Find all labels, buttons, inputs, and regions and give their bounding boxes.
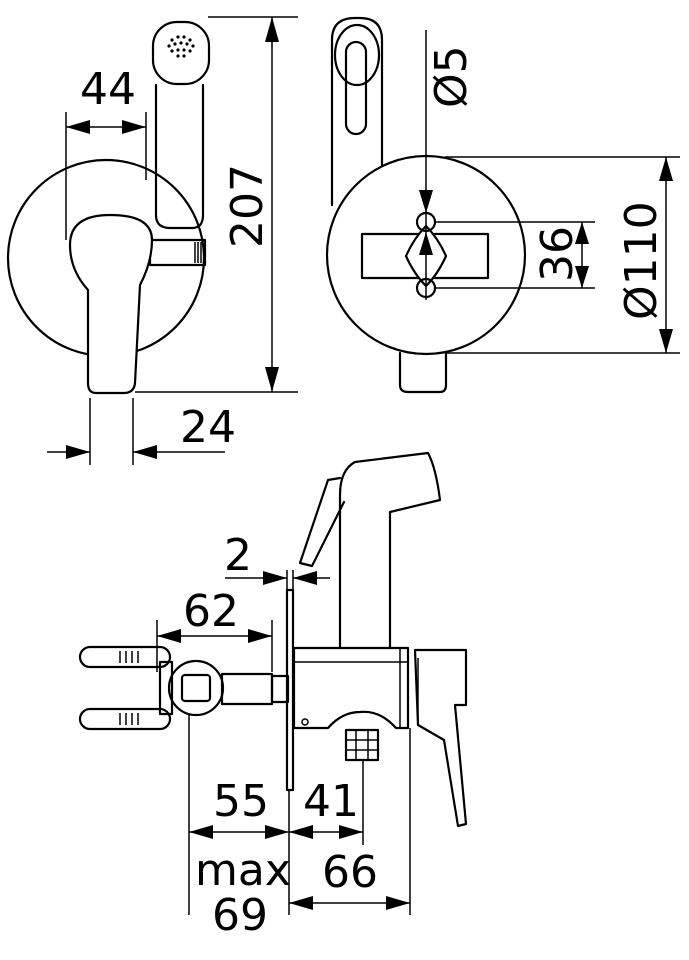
dim-max-label: max [195, 845, 291, 896]
front-spout-body [154, 83, 205, 230]
front-lever-handle [68, 213, 154, 395]
dim-41-label: 41 [303, 776, 359, 827]
section-view [78, 451, 468, 828]
inlet-pipe [220, 672, 274, 706]
dim-d110: Ø110 [445, 156, 680, 354]
coupling-ring [167, 659, 225, 717]
front-connector [148, 238, 207, 267]
mixer-body [292, 646, 410, 730]
dim-66: 66 [289, 728, 411, 915]
spray-gun [338, 451, 442, 650]
coupling-square [180, 673, 212, 703]
dim-55: 55 [188, 715, 290, 915]
inlet-nut [270, 674, 290, 704]
dim-2: 2 [224, 530, 330, 592]
dim-66-label: 66 [322, 847, 378, 898]
dim-44-label: 44 [80, 64, 136, 115]
dim-36-label: 36 [532, 226, 583, 282]
wall-plate [285, 588, 295, 792]
outlet-nut [344, 728, 380, 762]
dim-207: 207 [135, 16, 298, 393]
dim-d5: Ø5 [419, 30, 477, 300]
lower-anchor [78, 707, 172, 731]
rear-spout [330, 16, 384, 207]
dim-24: 24 [47, 398, 236, 465]
dim-d5-label: Ø5 [426, 45, 477, 108]
front-view [6, 20, 211, 395]
dim-24-label: 24 [180, 402, 236, 453]
upper-anchor [78, 645, 172, 669]
dim-44: 44 [65, 64, 147, 240]
dim-max-69: max 69 [195, 845, 291, 941]
rear-spout-cap [333, 23, 381, 87]
front-connector-ribs [194, 242, 202, 263]
nozzle-dots [167, 35, 195, 58]
mounting-box-frame [158, 660, 174, 716]
dim-d110-label: Ø110 [616, 201, 667, 320]
dim-41: 41 [289, 760, 364, 845]
dim-62-label: 62 [183, 586, 239, 637]
spray-trigger [298, 476, 346, 568]
dim-62: 62 [156, 586, 273, 672]
dim-2-label: 2 [224, 530, 252, 581]
side-lever [413, 648, 468, 828]
dim-207-label: 207 [222, 164, 273, 248]
rear-lever [398, 351, 448, 394]
dim-36: 36 [435, 221, 595, 289]
dim-69-label: 69 [212, 890, 268, 941]
rear-spout-slot [344, 40, 368, 136]
front-shower-head [151, 20, 211, 86]
dim-55-label: 55 [213, 776, 269, 827]
